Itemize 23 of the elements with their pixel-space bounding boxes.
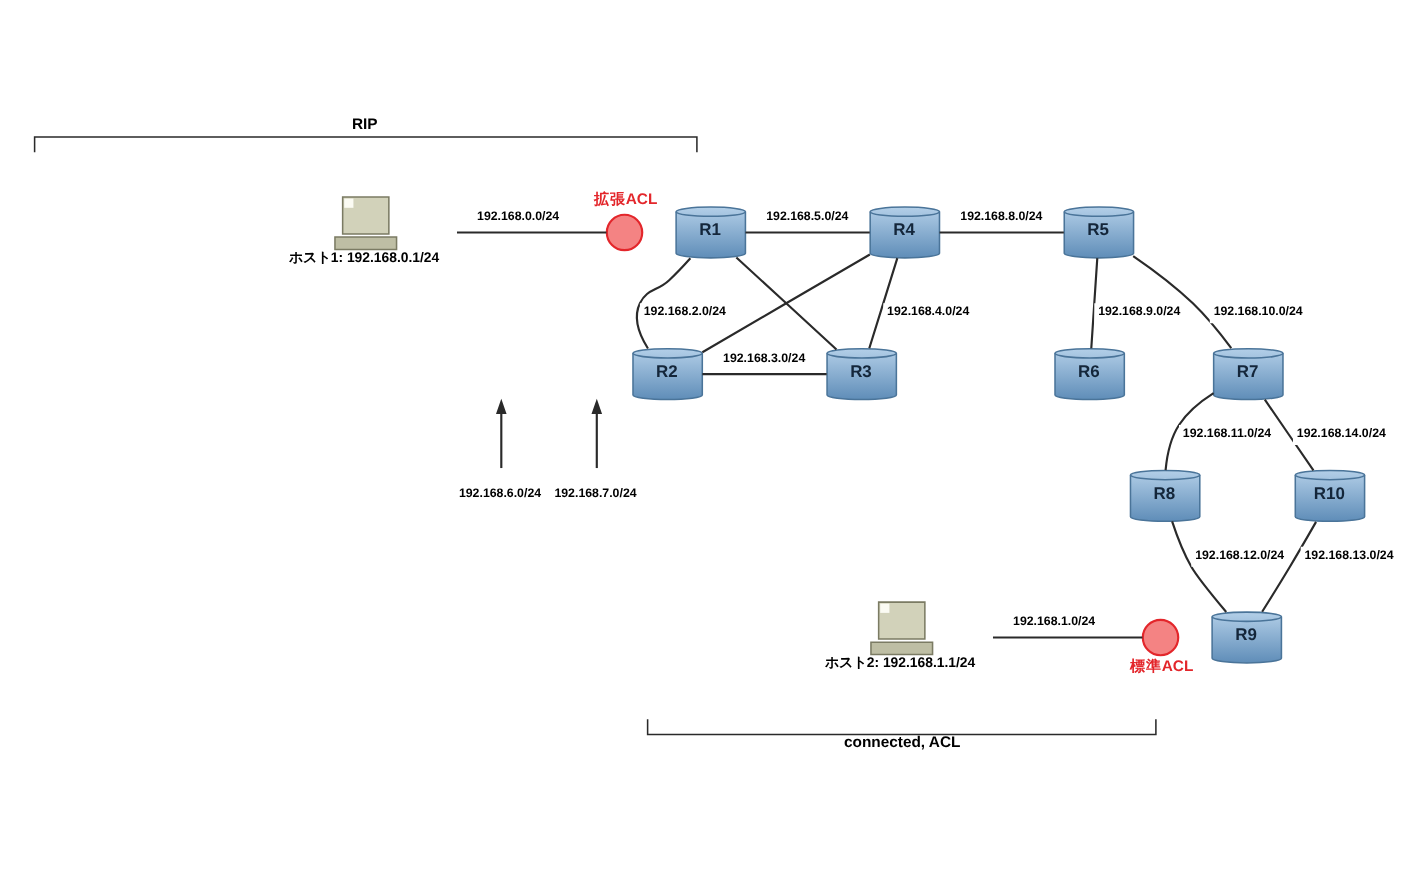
arrow (496, 398, 507, 469)
connector (1132, 255, 1233, 349)
connector (735, 256, 838, 351)
connector (701, 253, 871, 354)
connector (993, 636, 1143, 639)
connector (1171, 520, 1228, 613)
connector (635, 257, 692, 350)
arrow (591, 398, 603, 469)
node-circle (1141, 618, 1180, 657)
connector (868, 257, 899, 349)
node-label: 標準ACL (1129, 656, 1194, 675)
label: connected, ACL (844, 732, 961, 751)
node-label: 拡張ACL (593, 189, 658, 208)
connector (457, 231, 607, 234)
label: RIP (351, 115, 378, 134)
connector (702, 373, 827, 376)
connector (1164, 392, 1215, 471)
connector (745, 231, 870, 234)
connector (1263, 399, 1315, 471)
connector (939, 231, 1064, 234)
connector (1090, 258, 1099, 349)
node-circle (605, 213, 644, 252)
connector (1261, 521, 1317, 613)
